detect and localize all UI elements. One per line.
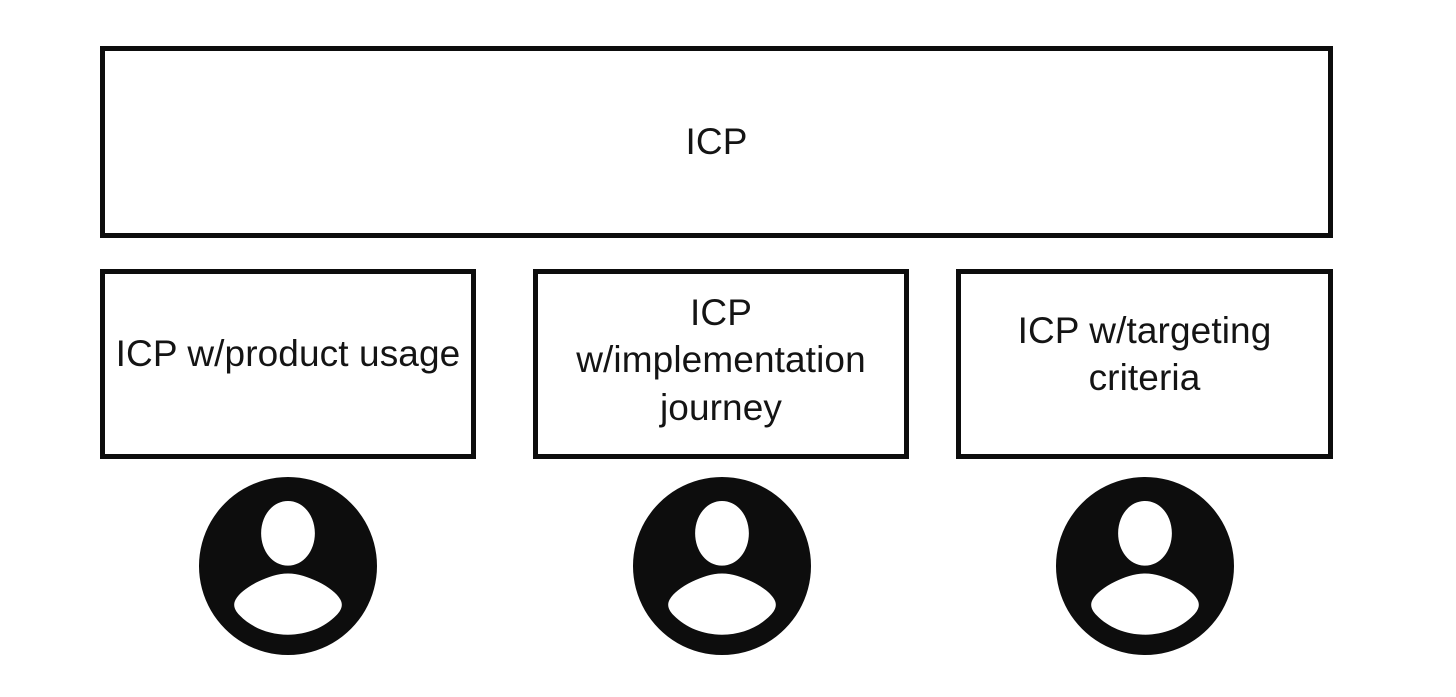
node-label-icp-implementation-journey: ICP w/implementation journey (576, 291, 866, 428)
person-avatar-icon (1056, 477, 1234, 655)
node-box-icp-targeting-criteria[interactable]: ICP w/targeting criteria (956, 269, 1333, 459)
node-label-icp: ICP (685, 121, 748, 163)
node-box-icp-implementation-journey[interactable]: ICP w/implementation journey (533, 269, 909, 459)
person-avatar-icon (199, 477, 377, 655)
node-label-icp-targeting-criteria: ICP w/targeting criteria (1017, 309, 1272, 398)
node-box-icp-product-usage[interactable]: ICP w/product usage (100, 269, 476, 459)
node-box-icp[interactable]: ICP (100, 46, 1333, 238)
person-avatar-icon (633, 477, 811, 655)
node-label-icp-product-usage: ICP w/product usage (115, 333, 461, 375)
